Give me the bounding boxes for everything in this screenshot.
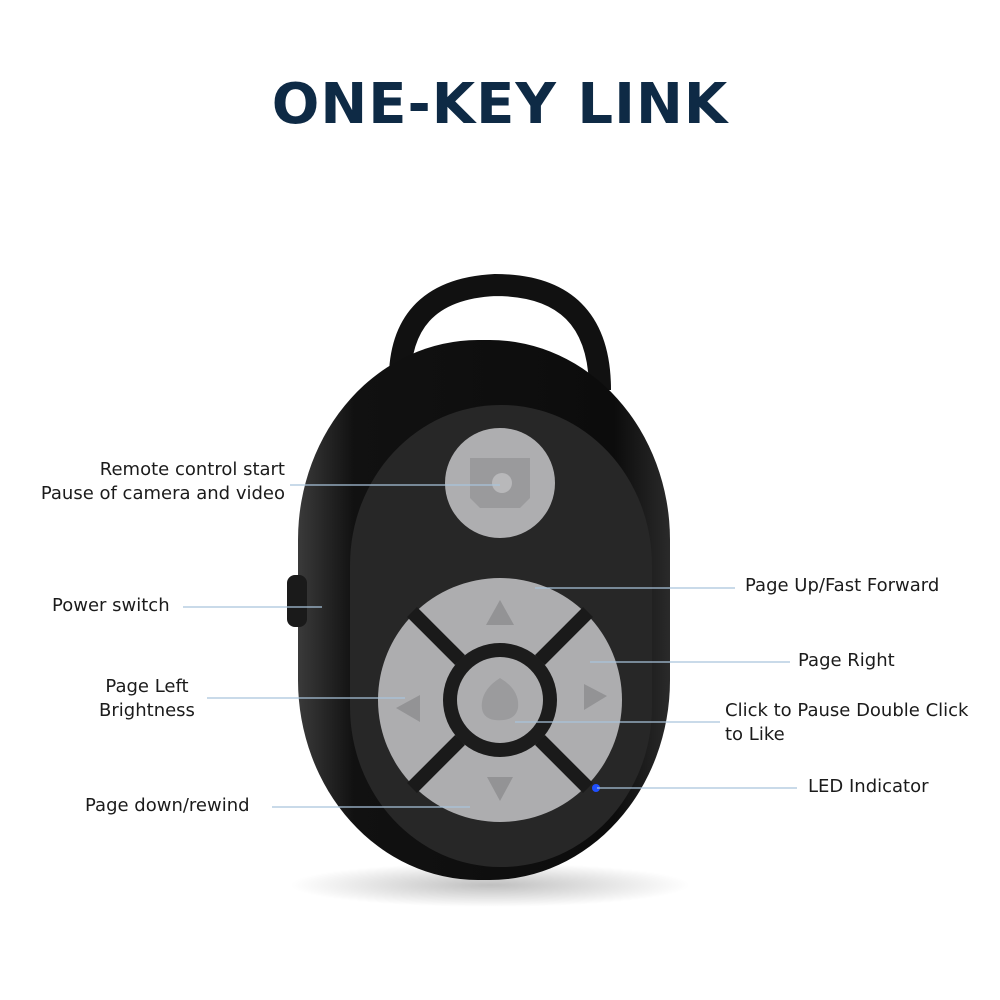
device-shadow	[290, 863, 690, 907]
camera-button-label: Remote control start Pause of camera and…	[41, 458, 285, 506]
label-line: Pause of camera and video	[40, 483, 285, 504]
camera-button	[445, 428, 555, 538]
page-right-label: Page Right	[798, 650, 895, 671]
left-arrow-icon	[396, 695, 420, 722]
dpad	[378, 578, 622, 822]
power-switch-label: Power switch	[52, 595, 170, 616]
label-line: Remote control start	[99, 459, 285, 480]
power-switch-knob	[287, 575, 307, 627]
page-title: ONE-KEY LINK	[271, 72, 729, 137]
down-arrow-icon	[487, 777, 513, 801]
center-button-label: Click to Pause Double Click to Like	[725, 699, 968, 747]
right-arrow-icon	[584, 684, 607, 710]
led-indicator	[592, 784, 600, 792]
page-left-label: Page Left Brightness	[72, 675, 222, 723]
heart-icon	[481, 678, 519, 721]
label-line: Click to Pause Double Click	[725, 700, 969, 721]
led-indicator-label: LED Indicator	[808, 776, 929, 797]
lanyard-loop	[388, 273, 611, 391]
label-line: Page Left	[105, 676, 189, 697]
page-up-label: Page Up/Fast Forward	[745, 575, 940, 596]
up-arrow-icon	[486, 600, 514, 625]
label-line: Brightness	[99, 700, 195, 721]
label-line: to Like	[725, 724, 785, 745]
leader-lines	[183, 484, 797, 808]
page-down-label: Page down/rewind	[85, 795, 250, 816]
